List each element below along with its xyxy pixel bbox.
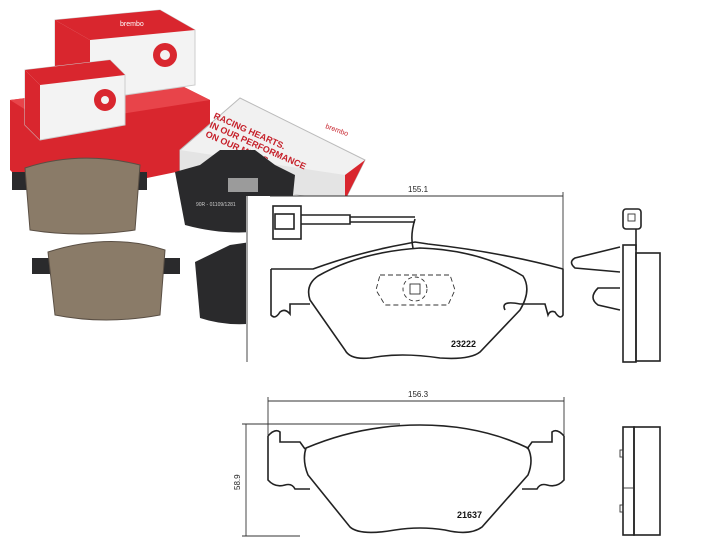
part-number-21637: 21637 [457, 510, 482, 520]
part-number-23222: 23222 [451, 339, 476, 349]
brembo-box-mid [24, 59, 126, 141]
side-view-top [570, 208, 661, 363]
brake-pad-front-left [12, 157, 147, 235]
brand-text: brembo [120, 21, 144, 28]
technical-drawing-23222: 155.1 23222 [246, 185, 661, 366]
backplate-outline [270, 241, 564, 318]
friction-material-outline [307, 247, 528, 360]
width-dimension-line-bottom: 156.3 [267, 390, 565, 436]
height-dimension-label: 58.9 [233, 474, 242, 490]
pad-marking: 90R - 01109/1281 [196, 202, 236, 208]
width-dimension-label: 155.1 [408, 185, 429, 194]
technical-drawing-21637: 156.3 58.9 21637 [233, 390, 661, 537]
friction-material-outline-bottom [303, 424, 532, 534]
side-view-bottom [619, 426, 661, 536]
height-dimension-line: 58.9 [233, 423, 400, 537]
width-dimension-line: 155.1 [246, 185, 564, 362]
width-dimension-label-bottom: 156.3 [408, 390, 429, 399]
backplate-outline-bottom [267, 429, 565, 490]
wear-sensor-icon [272, 205, 416, 249]
brand-text-slogan-box: brembo [324, 123, 349, 138]
brake-pad-lower-left [32, 241, 180, 321]
